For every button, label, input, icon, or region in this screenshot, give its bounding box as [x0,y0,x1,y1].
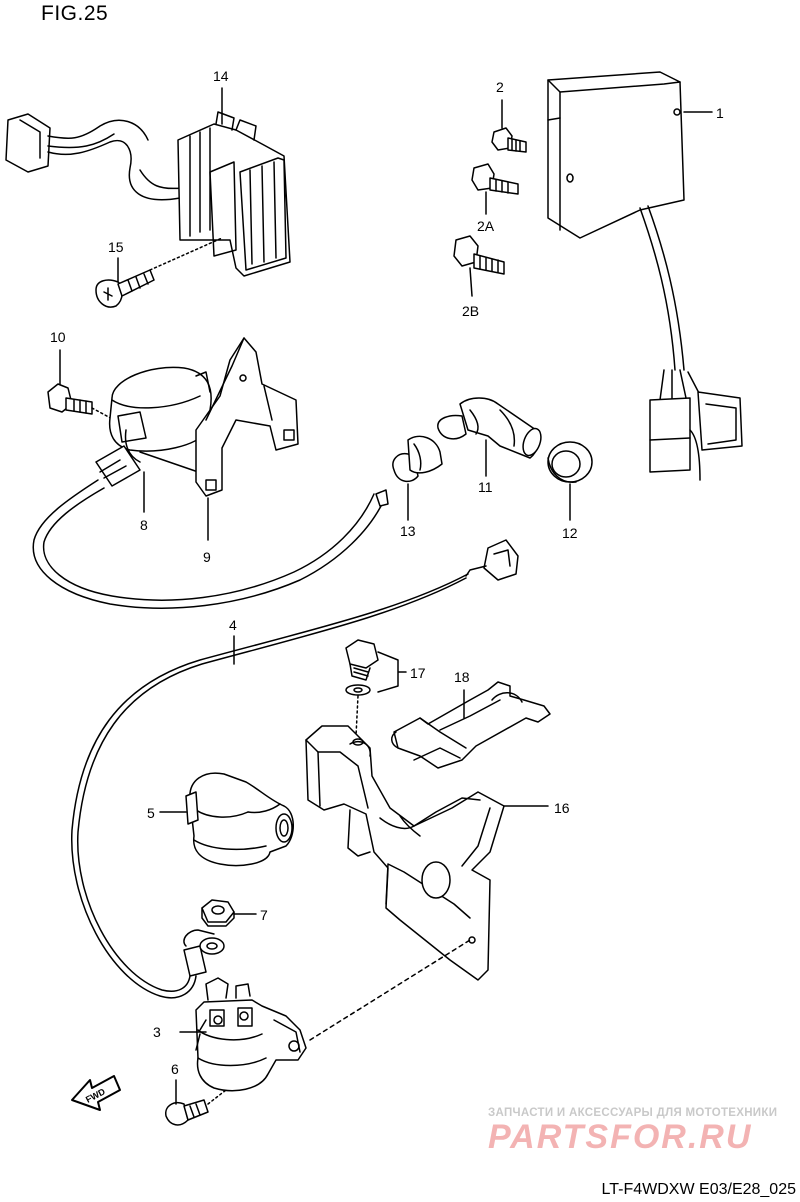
fwd-arrow-icon [71,1075,121,1111]
footer-code: LT-F4WDXW E03/E28_025 [601,1181,796,1198]
part-15-screw[interactable] [95,269,155,308]
callout-1: 1 [716,105,724,121]
callout-12: 12 [562,525,578,541]
leader-17-dash [355,695,359,737]
part-7-nut[interactable] [201,899,235,927]
part-2-bolt[interactable] [491,127,527,153]
leader-17 [377,651,407,693]
leader-2b [469,267,473,297]
part-13-cap[interactable] [392,435,443,483]
callout-2b: 2B [462,303,479,319]
part-9-coil-bracket[interactable] [195,337,299,497]
leader-6-dash [207,1089,227,1105]
callout-9: 9 [203,549,211,565]
part-1-cdi-unit[interactable] [547,71,743,481]
part-18-clamp[interactable] [391,681,551,769]
callout-2: 2 [496,79,504,95]
part-17-bolt-washer[interactable] [345,639,379,696]
part-2a-bolt[interactable] [471,163,519,195]
callout-3: 3 [153,1024,161,1040]
part-11-spark-plug-cap[interactable] [437,397,544,459]
callout-2a: 2A [477,218,495,234]
figure-title: FIG.25 [41,2,109,25]
part-16-bracket[interactable] [305,725,505,981]
watermark-brand: PARTSFOR.RU [488,1118,753,1156]
callout-14: 14 [213,68,229,84]
part-2b-bolt[interactable] [453,235,505,275]
callout-18: 18 [454,669,470,685]
part-4-lead-wire[interactable] [71,539,519,999]
callout-8: 8 [140,517,148,533]
leader-8-dash [139,451,205,475]
callout-5: 5 [147,805,155,821]
callout-10: 10 [50,329,66,345]
callout-4: 4 [229,617,237,633]
watermark-subtitle: ЗАПЧАСТИ И АКСЕССУАРЫ ДЛЯ МОТОТЕХНИКИ [488,1107,778,1119]
part-14-regulator-rectifier[interactable] [5,111,291,277]
callout-15: 15 [108,239,124,255]
part-12-seal[interactable] [547,441,593,483]
callout-17: 17 [410,665,426,681]
callout-16: 16 [554,800,570,816]
callout-6: 6 [171,1061,179,1077]
part-10-bolt[interactable] [47,383,93,415]
leader-15-dash [149,237,223,271]
part-3-starter-relay[interactable] [195,977,307,1092]
callout-13: 13 [400,523,416,539]
part-5-terminal-cover[interactable] [185,772,294,867]
leader-3-dash [309,939,471,1041]
callout-11: 11 [478,479,493,495]
callout-7: 7 [260,907,268,923]
part-6-bolt[interactable] [165,1099,209,1126]
